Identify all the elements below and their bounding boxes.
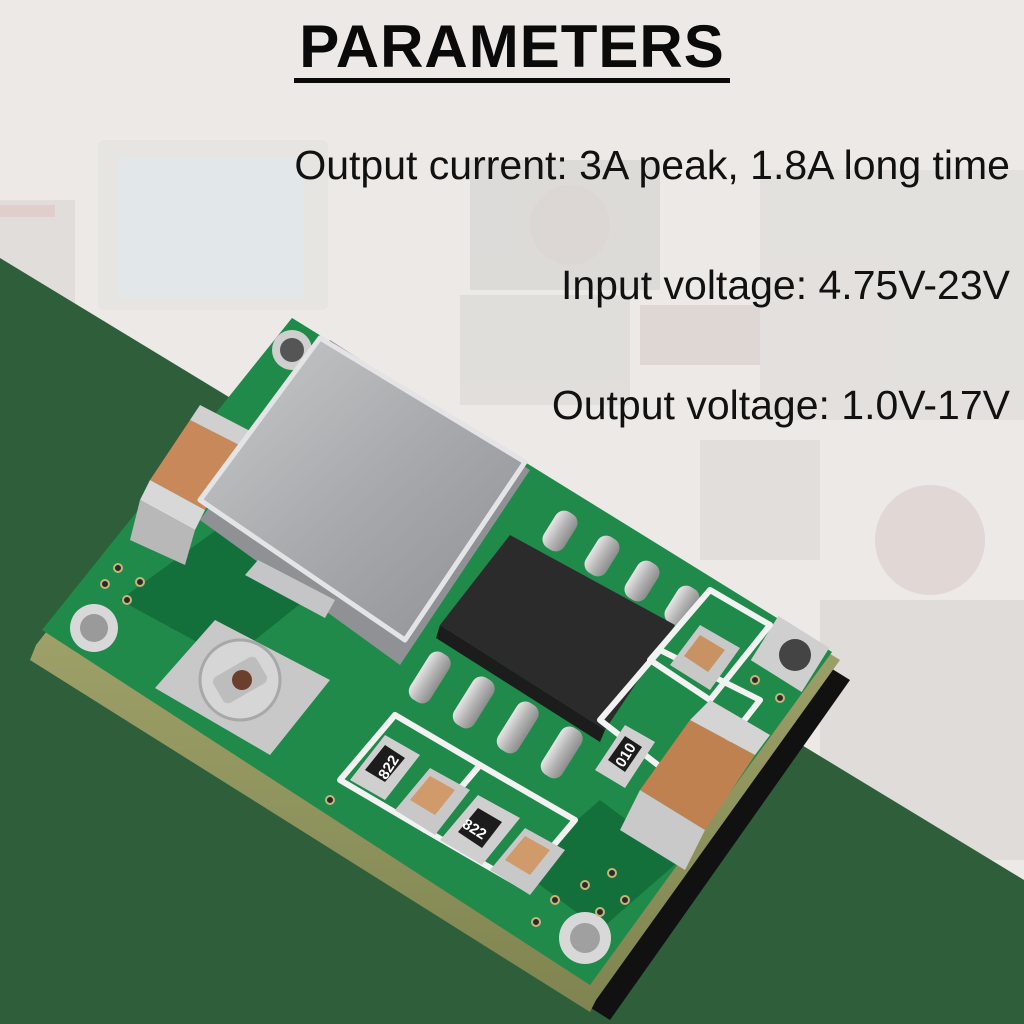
lab-background-photo: [0, 140, 1024, 860]
shielded-inductor: [197, 335, 530, 665]
smd-capacitor-left: [130, 405, 252, 565]
smd-resistor-010: 010: [595, 725, 655, 788]
smd-capacitor-bottom-a: [395, 768, 470, 835]
param-output-current: Output current: 3A peak, 1.8A long time: [294, 142, 1010, 188]
title-underline: [294, 78, 730, 83]
mounting-hole-icon: [750, 616, 830, 692]
smd-capacitor-bottom-b: [490, 828, 565, 895]
trim-potentiometer: [155, 620, 330, 755]
param-output-voltage: Output voltage: 1.0V-17V: [551, 382, 1010, 428]
mounting-hole-icon: [70, 604, 118, 652]
page-title: PARAMETERS: [299, 13, 725, 80]
smd-resistor-822-a: 822: [350, 735, 420, 800]
mounting-hole-icon: [559, 912, 611, 964]
via-holes: [100, 563, 785, 927]
smd-capacitor-right-small: [670, 625, 740, 690]
smd-resistor-822-b: 822: [440, 795, 520, 865]
smd-capacitor-large-right: [620, 700, 770, 870]
param-input-voltage: Input voltage: 4.75V-23V: [560, 262, 1010, 308]
regulator-ic: [408, 510, 700, 779]
